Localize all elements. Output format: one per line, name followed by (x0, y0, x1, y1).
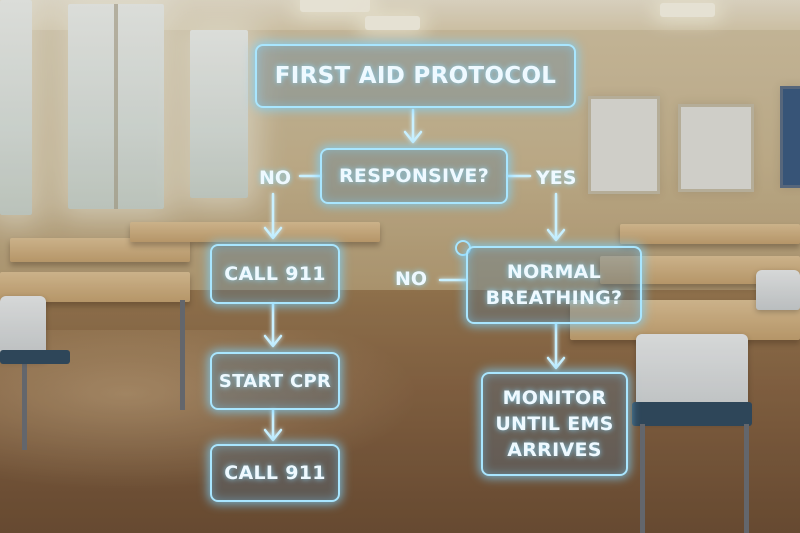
edge-label-no-breathing: NO (395, 268, 428, 290)
step-call-911-first: CALL 911 (210, 244, 340, 304)
step-monitor-until-ems-text: MONITOR UNTIL EMS ARRIVES (495, 387, 614, 461)
window (190, 30, 248, 198)
arrowhead (546, 356, 566, 370)
edge-label-yes: YES (536, 167, 577, 189)
whiteboard (588, 96, 660, 194)
arrowhead (403, 130, 423, 144)
chair-seat (632, 402, 752, 426)
arrowhead (263, 334, 283, 348)
step-call-911-first-text: CALL 911 (224, 263, 326, 285)
chair-seat (0, 350, 70, 364)
ceiling-light (660, 3, 715, 17)
window-frame (114, 4, 118, 209)
decision-responsive-text: RESPONSIVE? (338, 165, 490, 187)
flowchart-title-text: FIRST AID PROTOCOL (274, 63, 557, 89)
decision-normal-breathing-text: NORMAL BREATHING? (485, 261, 623, 309)
decision-responsive: RESPONSIVE? (320, 148, 508, 204)
step-start-cpr-text: START CPR (218, 370, 332, 392)
decision-normal-breathing: NORMAL BREATHING? (466, 246, 642, 324)
desk (620, 224, 800, 244)
arrowhead (546, 228, 566, 242)
desk-leg (22, 300, 27, 450)
chair (0, 296, 46, 360)
step-call-911-second-text: CALL 911 (224, 462, 326, 484)
step-call-911-second: CALL 911 (210, 444, 340, 502)
step-start-cpr: START CPR (210, 352, 340, 410)
window (68, 4, 164, 209)
step-monitor-until-ems: MONITOR UNTIL EMS ARRIVES (481, 372, 628, 476)
chair-leg (744, 424, 749, 533)
desk (10, 238, 190, 262)
ceiling-light (365, 16, 420, 30)
chair (756, 270, 800, 310)
desk-leg (180, 300, 185, 410)
wall-poster (780, 86, 800, 188)
whiteboard (678, 104, 754, 192)
chair-leg (640, 424, 645, 533)
ceiling-light (300, 0, 370, 12)
arrowhead (263, 226, 283, 240)
arrowhead (263, 428, 283, 442)
desk (130, 222, 380, 242)
edge-label-no: NO (259, 167, 292, 189)
flowchart-title: FIRST AID PROTOCOL (255, 44, 576, 108)
window (0, 0, 32, 215)
